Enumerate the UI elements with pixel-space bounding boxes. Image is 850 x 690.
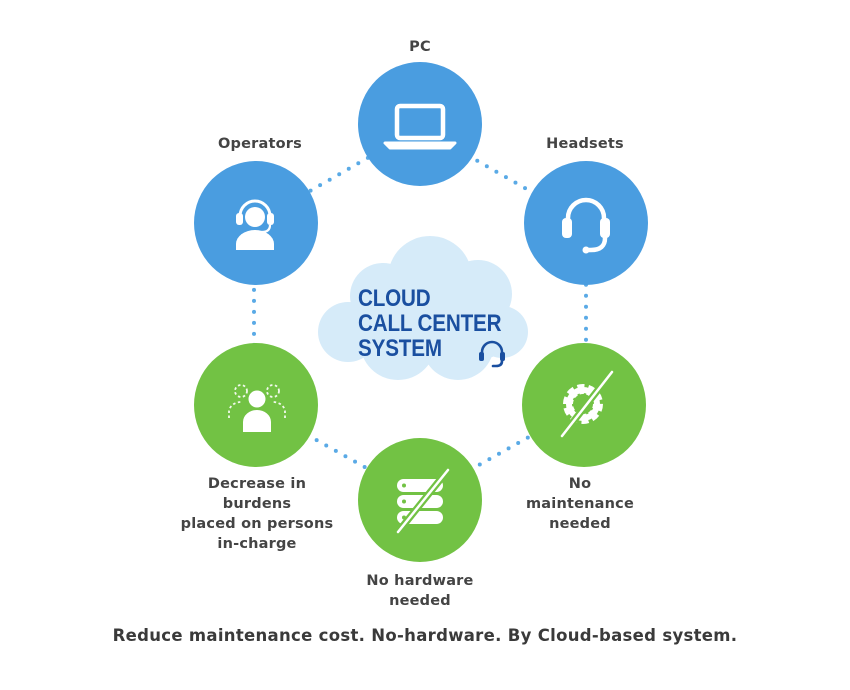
pc-label: PC bbox=[409, 39, 431, 55]
database-crossed-icon bbox=[395, 467, 451, 535]
gear-crossed-icon bbox=[559, 369, 615, 439]
caption: Reduce maintenance cost. No-hardware. By… bbox=[112, 626, 738, 645]
headset-icon bbox=[562, 197, 610, 254]
node-operators bbox=[194, 161, 318, 285]
node-decrease bbox=[194, 343, 318, 467]
node-headsets bbox=[524, 161, 648, 285]
laptop-icon bbox=[383, 103, 457, 150]
people-icon bbox=[228, 384, 286, 432]
node-pc bbox=[358, 62, 482, 186]
cloud-shape bbox=[318, 236, 528, 380]
headsets-label: Headsets bbox=[546, 136, 624, 152]
decrease-label: Decrease in burdens placed on persons in… bbox=[180, 476, 334, 552]
hardware-label: No hardware needed bbox=[366, 573, 474, 609]
center-title: CLOUD CALL CENTER SYSTEM bbox=[358, 285, 502, 362]
cloud-headset-icon bbox=[479, 340, 505, 368]
maintenance-label: No maintenance needed bbox=[525, 476, 634, 532]
operator-icon bbox=[236, 199, 274, 250]
node-hardware bbox=[358, 438, 482, 562]
operators-label: Operators bbox=[218, 136, 302, 152]
node-maintenance bbox=[522, 343, 646, 467]
